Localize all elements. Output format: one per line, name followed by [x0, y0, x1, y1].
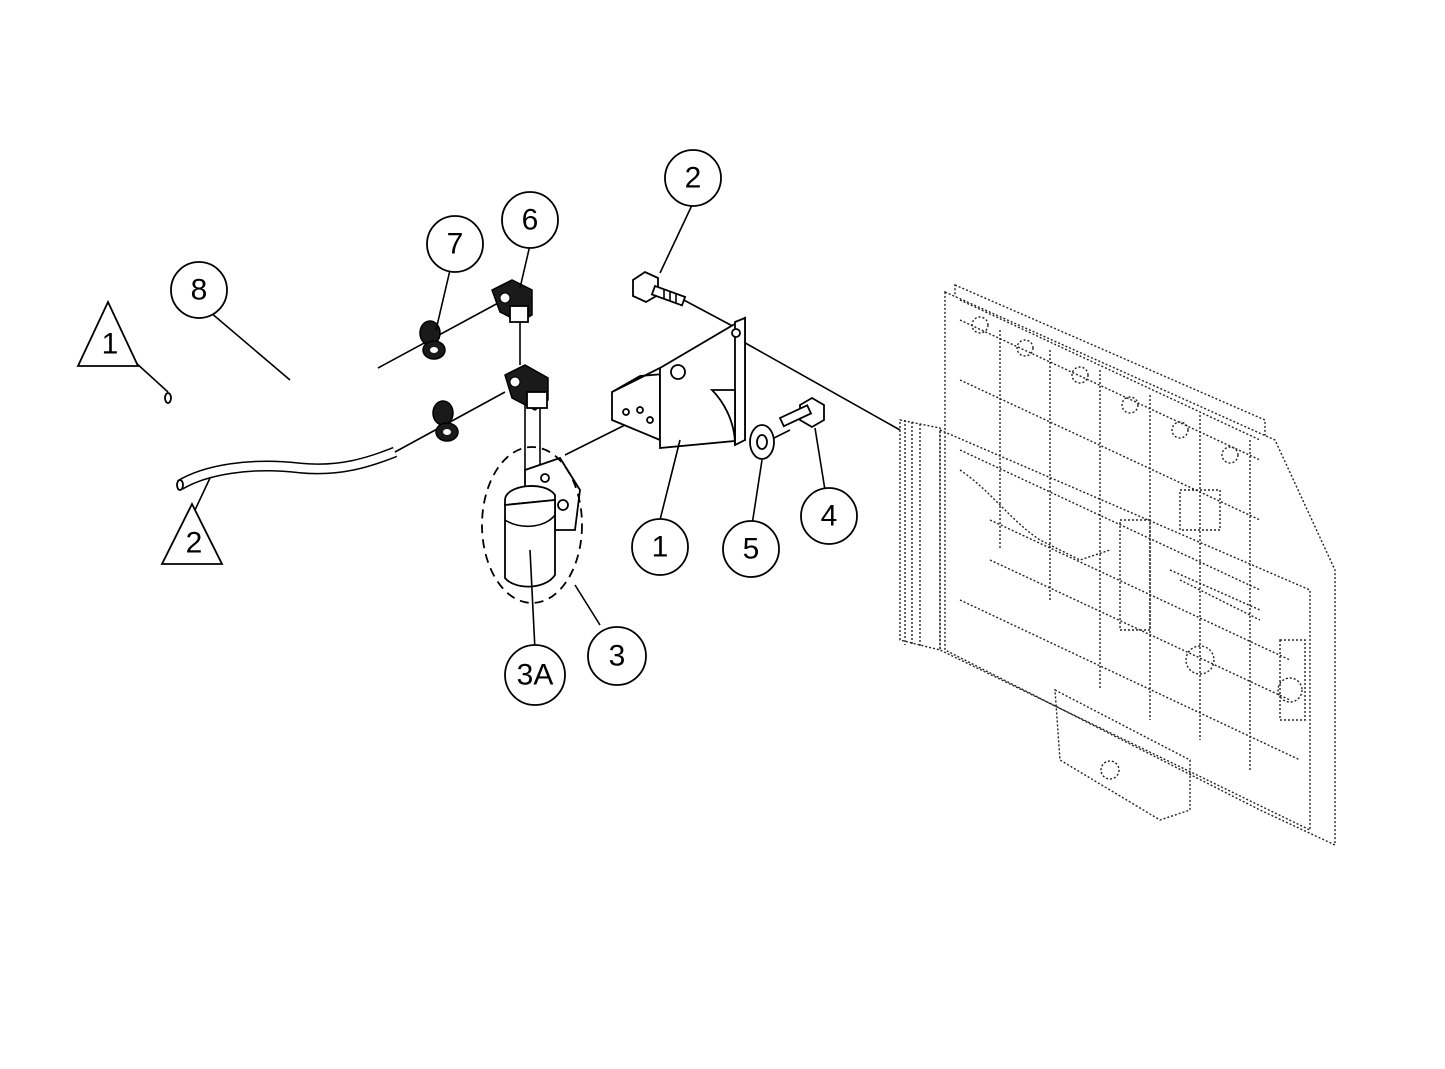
mounting-bracket [611, 316, 746, 449]
flag-1-label: 1 [102, 328, 119, 361]
flag-2: 2 [160, 501, 224, 565]
callout-1: 1 [631, 518, 689, 576]
callout-2: 2 [664, 149, 722, 207]
hose-upper [164, 364, 380, 404]
callout-5: 5 [722, 520, 780, 578]
machine-panel [899, 283, 1336, 847]
callout-1-label: 1 [652, 531, 669, 564]
washer [749, 424, 775, 460]
callout-2-label: 2 [685, 162, 702, 195]
callout-3a: 3A [504, 644, 566, 706]
elbow-fitting-upper [491, 279, 533, 323]
clamp-lower [432, 400, 459, 442]
callout-7: 7 [426, 215, 484, 273]
bolt-upper [632, 270, 687, 307]
callout-6-label: 6 [522, 204, 539, 237]
callout-7-label: 7 [447, 228, 464, 261]
bolt-lower [778, 396, 825, 429]
callout-4: 4 [800, 487, 858, 545]
hose-lower [176, 446, 398, 491]
callout-8: 8 [170, 261, 228, 319]
callout-6: 6 [501, 191, 559, 249]
callout-3-label: 3 [609, 640, 626, 673]
filter-assembly [481, 446, 583, 604]
flag-2-label: 2 [186, 527, 203, 560]
clamp-upper [419, 320, 446, 360]
elbow-fitting-lower [504, 364, 549, 411]
callout-5-label: 5 [743, 533, 760, 566]
leader-lines [134, 202, 826, 651]
callout-3: 3 [587, 626, 647, 686]
flag-1: 1 [76, 299, 140, 367]
callout-4-label: 4 [821, 500, 838, 533]
callout-8-label: 8 [191, 274, 208, 307]
callout-3a-label: 3A [517, 659, 554, 692]
